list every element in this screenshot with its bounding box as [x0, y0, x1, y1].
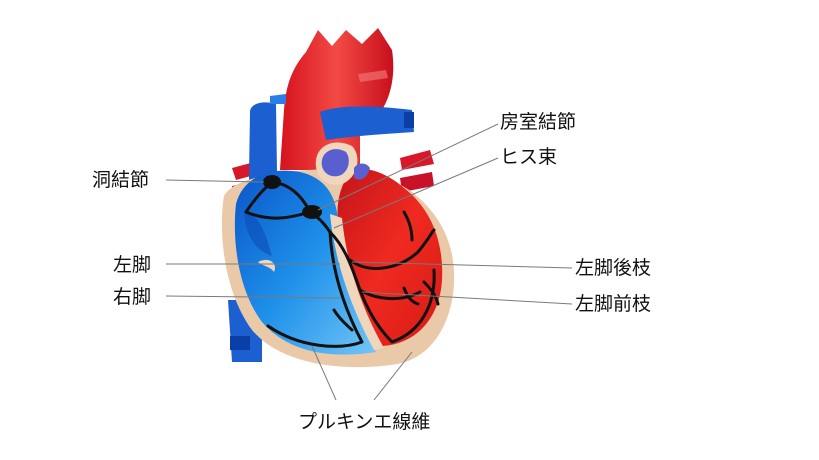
purkinje-branch-4: [422, 280, 440, 306]
leader-his-bundle: [333, 157, 499, 229]
purkinje-branch-1: [332, 308, 354, 332]
label-sa-node: 洞結節: [92, 169, 150, 191]
valves: [315, 142, 370, 185]
right-bundle-path: [266, 230, 364, 348]
label-purkinje-fibers: プルキンエ線維: [298, 411, 431, 433]
leader-sa-node: [165, 179, 265, 183]
label-left-anterior-fascicle: 左脚前枝: [575, 293, 652, 315]
leader-purkinje-2: [373, 351, 413, 401]
leader-left-posterior: [351, 261, 573, 269]
label-right-bundle: 右脚: [113, 286, 152, 308]
label-his-bundle: ヒス束: [500, 146, 558, 168]
internodal-tracts: [244, 180, 312, 220]
label-left-bundle: 左脚: [113, 254, 152, 276]
av-node-marker: [302, 205, 322, 219]
leader-lines: [165, 123, 573, 401]
left-bundle-path: [328, 230, 436, 344]
sa-node-marker: [263, 175, 281, 189]
label-av-node: 房室結節: [500, 111, 577, 133]
conduction-system: [244, 180, 440, 348]
leader-purkinje-1: [311, 345, 337, 401]
chamber-outline: [258, 259, 276, 272]
label-left-posterior-fascicle: 左脚後枝: [575, 257, 652, 279]
leader-right-bundle: [165, 295, 341, 299]
purkinje-branch-3: [402, 210, 414, 242]
right-atrium-highlight: [244, 210, 272, 256]
leader-left-anterior: [361, 291, 573, 305]
purkinje-branch-2: [402, 286, 420, 306]
leader-av-node: [317, 123, 499, 211]
left-posterior-fascicle-path: [348, 228, 436, 270]
aorta: [280, 28, 394, 170]
